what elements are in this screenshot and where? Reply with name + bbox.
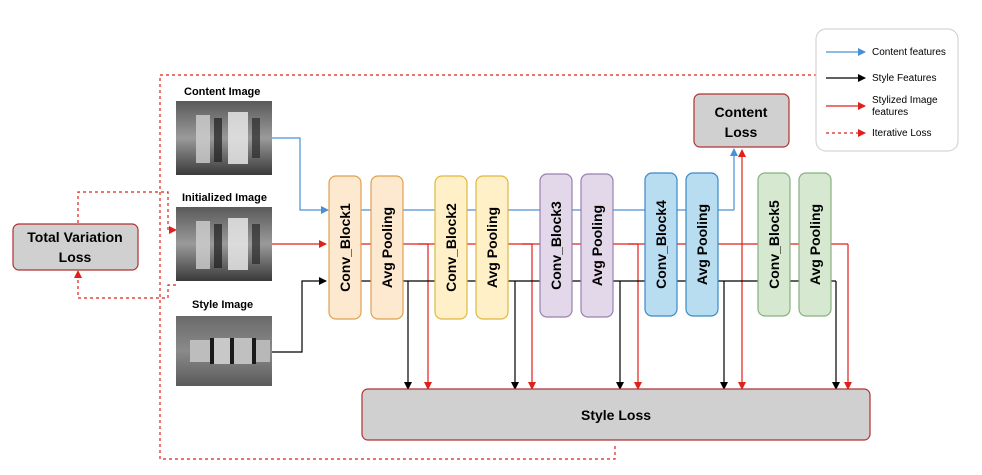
avg-pooling-5: Avg Pooling <box>798 172 832 317</box>
legend-style-label: Style Features <box>872 73 936 84</box>
content-image-label: Content Image <box>184 86 260 98</box>
avg-pooling-label: Avg Pooling <box>484 207 500 288</box>
legend-stylized-label-line2: features <box>872 107 908 118</box>
legend: Content features Style Features Stylized… <box>815 28 959 152</box>
conv-block-label: Conv_Block5 <box>766 200 782 289</box>
conv-block-label: Conv_Block4 <box>653 200 669 289</box>
style-image <box>176 316 272 386</box>
avg-pooling-label: Avg Pooling <box>379 207 395 288</box>
avg-pooling-2: Avg Pooling <box>475 175 509 320</box>
blocks-layer: Conv_Block1 Avg Pooling Conv_Block2 Avg Poo… <box>328 172 832 320</box>
total-variation-loss-box: Total Variation Loss <box>12 223 139 271</box>
avg-pooling-1: Avg Pooling <box>370 175 404 320</box>
legend-content-label: Content features <box>872 47 946 58</box>
avg-pooling-3: Avg Pooling <box>580 173 614 318</box>
content-loss-box: Content Loss <box>693 93 790 148</box>
initialized-image-label: Initialized Image <box>182 192 267 204</box>
avg-pooling-label: Avg Pooling <box>589 205 605 286</box>
avg-pooling-4: Avg Pooling <box>685 172 719 317</box>
legend-iterative-label: Iterative Loss <box>872 128 931 139</box>
content-loss-label-line1: Content <box>715 104 768 120</box>
content-image <box>176 101 272 175</box>
content-loss-label-line2: Loss <box>725 124 758 140</box>
conv-block-4: Conv_Block4 <box>644 172 678 317</box>
conv-block-1: Conv_Block1 <box>328 175 362 320</box>
legend-stylized-label-line1: Stylized Image <box>872 95 938 106</box>
total-variation-loop <box>74 191 177 299</box>
conv-block-5: Conv_Block5 <box>757 172 791 317</box>
conv-block-label: Conv_Block1 <box>337 203 353 292</box>
total-variation-label-line2: Loss <box>59 249 92 265</box>
conv-block-label: Conv_Block3 <box>548 201 564 290</box>
initialized-image <box>176 207 272 281</box>
total-variation-label-line1: Total Variation <box>27 229 122 245</box>
style-image-label: Style Image <box>192 299 253 311</box>
conv-block-3: Conv_Block3 <box>539 173 573 318</box>
style-loss-label: Style Loss <box>581 407 651 423</box>
avg-pooling-label: Avg Pooling <box>807 204 823 285</box>
avg-pooling-label: Avg Pooling <box>694 204 710 285</box>
style-loss-box: Style Loss <box>361 388 871 441</box>
conv-block-label: Conv_Block2 <box>443 203 459 292</box>
conv-block-2: Conv_Block2 <box>434 175 468 320</box>
